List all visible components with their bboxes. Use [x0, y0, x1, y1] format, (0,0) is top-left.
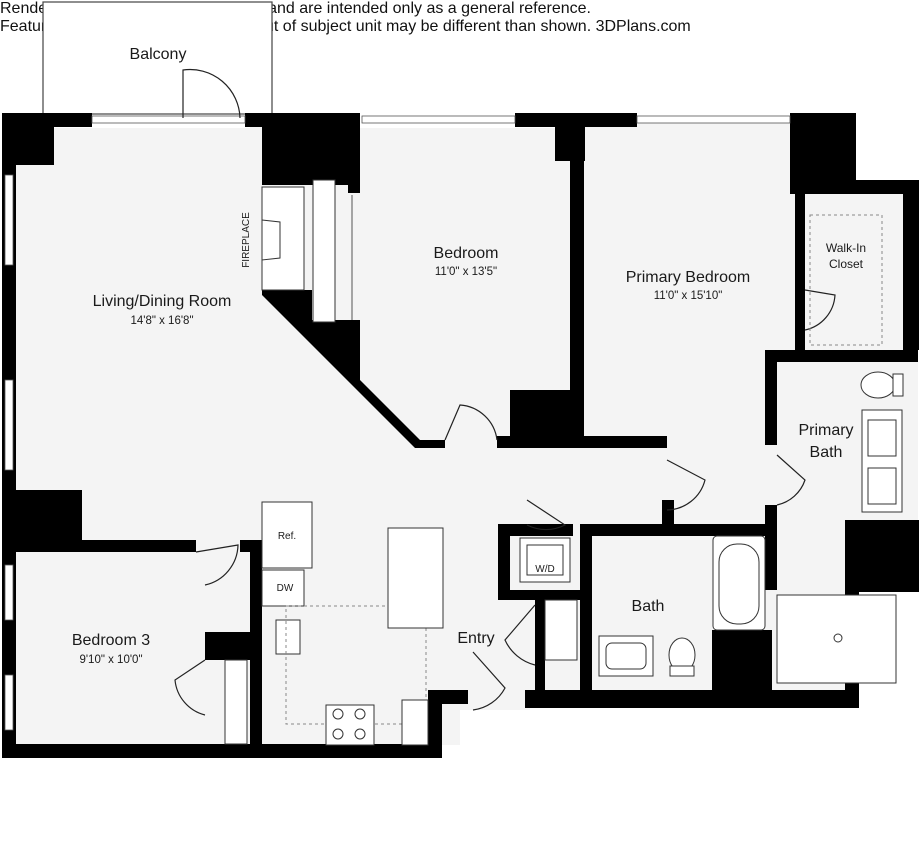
primary-bedroom-dims: 11'0" x 15'10": [654, 290, 723, 302]
kitchen: [261, 501, 444, 746]
walk-in-closet-label-1: Walk-In: [826, 241, 866, 255]
doors: [174, 68, 836, 716]
bedroom3-label: Bedroom 3: [72, 632, 150, 649]
exterior-walls: [2, 113, 919, 758]
bedroom3-dims: 9'10" x 10'0": [79, 654, 142, 666]
bedroom-dims: 11'0" x 13'5": [435, 266, 497, 278]
ref-label: Ref.: [278, 531, 296, 542]
living-dims: 14'8" x 16'8": [130, 315, 193, 327]
primary-bath-label-1: Primary: [798, 422, 853, 439]
bedroom-label: Bedroom: [434, 245, 499, 262]
primary-bedroom-label: Primary Bedroom: [626, 269, 750, 286]
laundry: [519, 537, 571, 583]
room-labels: Balcony Living/Dining Room 14'8" x 16'8"…: [72, 46, 866, 666]
primary-bath-fixtures: [776, 371, 904, 684]
balcony-label: Balcony: [130, 46, 187, 63]
primary-bath-label-2: Bath: [810, 444, 843, 461]
entry-label: Entry: [457, 630, 494, 647]
wd-label: W/D: [535, 564, 554, 575]
fireplace-label: FIREPLACE: [241, 212, 252, 268]
floor-plan: Balcony Living/Dining Room 14'8" x 16'8"…: [2, 1, 919, 758]
closets: [224, 179, 883, 745]
bath-fixtures: [598, 535, 766, 677]
walk-in-closet-label-2: Closet: [829, 257, 864, 271]
fireplace: [261, 186, 305, 291]
bath-label: Bath: [632, 598, 665, 615]
floor-area: [14, 120, 918, 758]
dw-label: DW: [277, 583, 294, 594]
interior-walls: [16, 127, 918, 758]
living-label: Living/Dining Room: [93, 293, 232, 310]
